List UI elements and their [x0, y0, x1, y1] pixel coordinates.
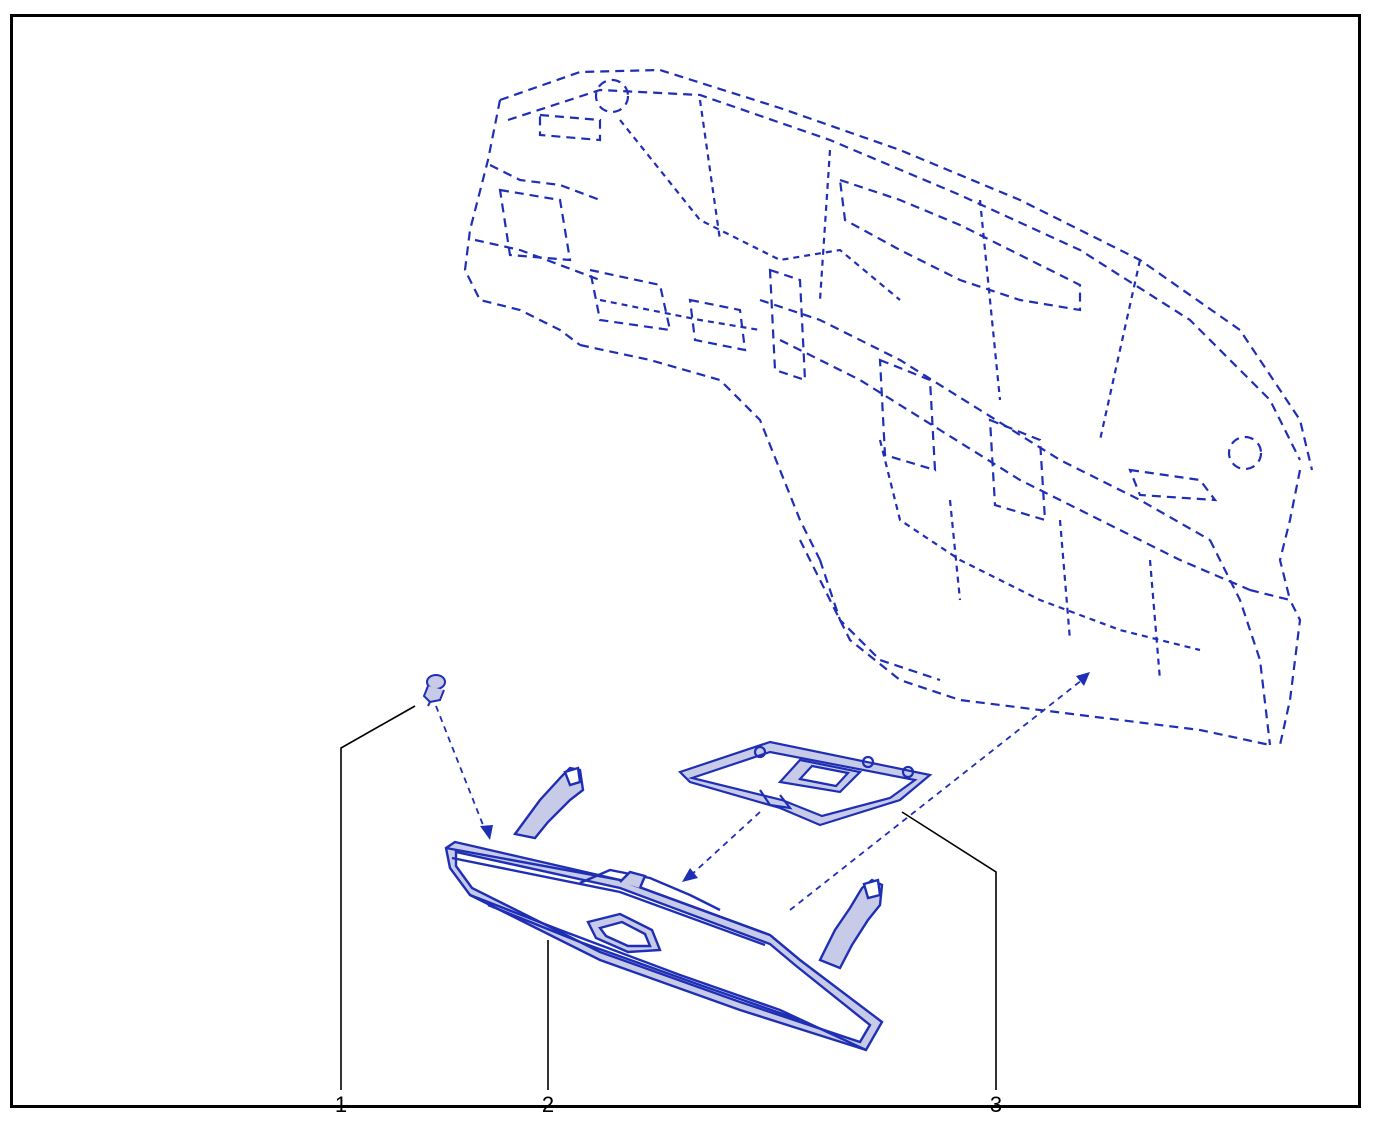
- arrow-door-to-panel: [789, 679, 1083, 911]
- part-2-glove-box-door: [444, 766, 884, 1052]
- arrow-heads: [480, 672, 1090, 882]
- arrow-head-bracket: [682, 868, 698, 882]
- callout-label-3: 3: [990, 1092, 1002, 1117]
- part-3-bracket: [677, 740, 933, 827]
- part-1-clip: [422, 674, 446, 707]
- leader-lines: [340, 705, 997, 1090]
- assembly-arrows: [435, 679, 1083, 911]
- arrow-clip-to-door: [435, 705, 486, 831]
- arrow-head-panel: [1076, 672, 1090, 686]
- callout-label-1: 1: [335, 1092, 347, 1117]
- callout-label-2: 2: [542, 1092, 554, 1117]
- instrument-panel-phantom: [463, 68, 1314, 747]
- leader-line-3: [901, 811, 997, 1090]
- arrow-head-clip: [480, 825, 493, 840]
- leader-line-1: [340, 705, 416, 1090]
- arrow-bracket-to-door: [689, 811, 761, 877]
